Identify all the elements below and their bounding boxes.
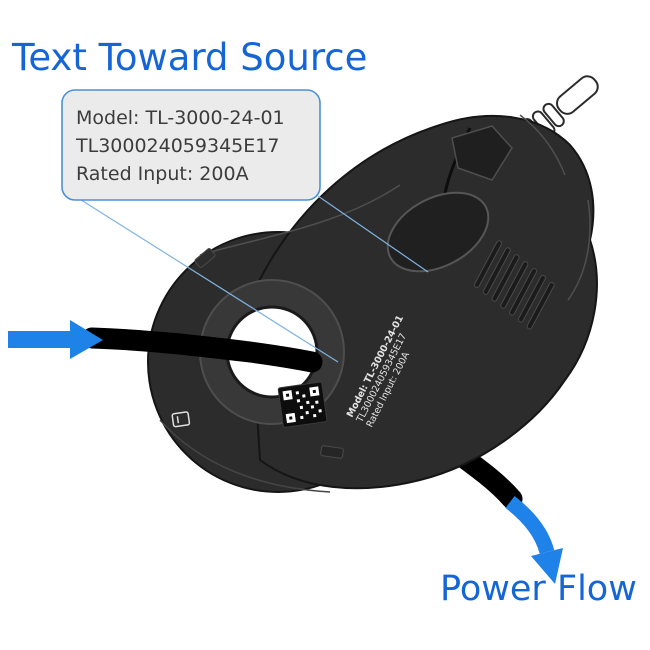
vent-slot	[509, 268, 538, 316]
ring-nub	[194, 248, 216, 268]
leader-line	[77, 197, 339, 363]
jaw-edge-highlight	[519, 114, 566, 176]
vent-slot	[517, 275, 546, 323]
conductor-cable-in	[81, 327, 323, 373]
power-in-arrow-icon	[8, 320, 103, 359]
body-edge-highlight	[199, 184, 401, 256]
vent-slot	[491, 254, 520, 302]
body-edge-highlight	[567, 199, 591, 301]
vent-slots	[473, 240, 555, 330]
qr-code	[277, 381, 328, 428]
callout-rated: Rated Input: 200A	[76, 163, 249, 185]
power-flow-label: Power Flow	[440, 569, 637, 609]
callout-model: Model: TL-3000-24-01	[76, 107, 285, 129]
ct-symbol-icon	[171, 411, 191, 428]
jaw-latch	[451, 125, 513, 181]
top-recess	[386, 191, 490, 273]
qr-background	[277, 381, 328, 428]
leader-line	[317, 195, 429, 273]
callout-box: Model: TL-3000-24-01 TL300024059345E17 R…	[61, 89, 321, 201]
vent-slot	[500, 261, 529, 309]
body-bottom-rim	[159, 419, 331, 493]
conduit-end	[556, 75, 599, 115]
vent-slot	[473, 240, 503, 288]
callout-background	[61, 89, 321, 201]
hinge-tab	[320, 445, 344, 459]
vent-slot	[526, 281, 555, 330]
callout-serial: TL300024059345E17	[75, 135, 279, 157]
conduit-rib	[542, 102, 565, 128]
vent-slot	[482, 247, 511, 295]
page-title: Text Toward Source	[11, 36, 367, 79]
power-out-arrow-icon	[505, 496, 563, 584]
